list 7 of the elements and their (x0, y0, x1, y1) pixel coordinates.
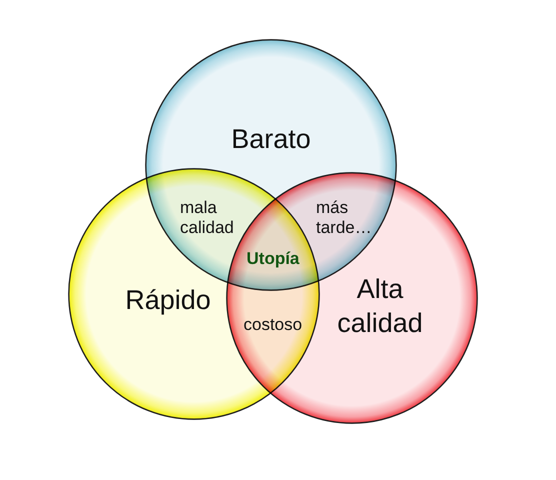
overlap-label: más tarde… (316, 198, 373, 238)
set-label: Barato (230, 123, 312, 156)
overlap-label: costoso (244, 315, 302, 335)
set-label: Alta calidad (336, 273, 424, 340)
overlap-label: Utopía (246, 249, 300, 269)
set-label: Rápido (124, 284, 212, 317)
overlap-label: mala calidad (180, 198, 235, 238)
